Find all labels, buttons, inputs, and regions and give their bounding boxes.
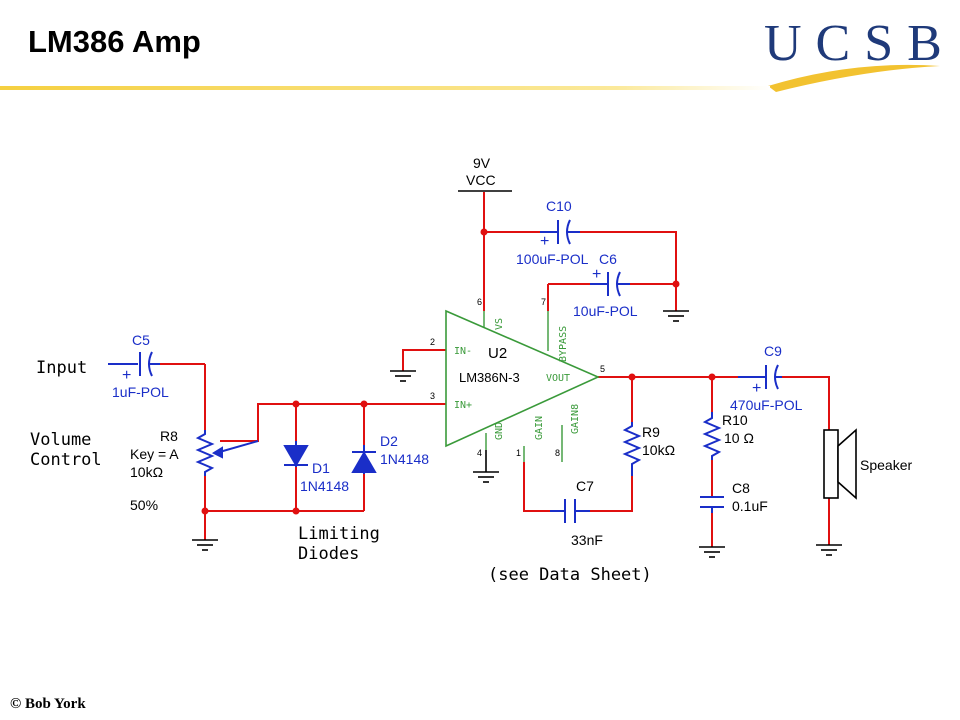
components <box>108 219 782 523</box>
c6-plus: + <box>592 266 601 283</box>
pin-label-bypass: BYPASS <box>558 326 569 362</box>
junction-dots <box>201 228 716 515</box>
volume-label-2: Control <box>30 450 102 470</box>
d1-ref: D1 <box>312 460 330 476</box>
pin-label-vs: VS <box>494 318 505 330</box>
vcc-voltage: 9V <box>473 155 491 171</box>
d2-ref: D2 <box>380 433 398 449</box>
d1-part: 1N4148 <box>300 478 349 494</box>
pin-label-gnd: GND <box>494 422 505 440</box>
ic-part: LM386N-3 <box>459 370 520 385</box>
c5-plus: + <box>122 367 131 384</box>
ground-symbols <box>192 190 842 558</box>
pin-number-8: 8 <box>555 448 560 458</box>
speaker-icon <box>823 428 857 500</box>
pin-label-vout: VOUT <box>546 373 570 384</box>
lm386-ic <box>445 309 600 462</box>
logo-text: UCSB <box>764 15 956 72</box>
c5-ref: C5 <box>132 332 150 348</box>
pin-label-in-minus: IN- <box>454 346 472 357</box>
vcc-label: VCC <box>466 172 496 188</box>
input-label: Input <box>36 358 87 378</box>
pin-number-4: 4 <box>477 448 482 458</box>
c8-value: 0.1uF <box>732 498 768 514</box>
r9-ref: R9 <box>642 424 660 440</box>
c10-ref: C10 <box>546 198 572 214</box>
logo-swoosh-icon <box>768 64 940 92</box>
pin-number-2: 2 <box>430 337 435 347</box>
limiting-label-1: Limiting <box>298 524 380 544</box>
r10-ref: R10 <box>722 412 748 428</box>
pin-number-3: 3 <box>430 391 435 401</box>
r8-value: 10kΩ <box>130 464 163 480</box>
r8-key: Key = A <box>130 446 179 462</box>
pin-number-1: 1 <box>516 448 521 458</box>
c10-plus: + <box>540 233 549 250</box>
r9-value: 10kΩ <box>642 442 675 458</box>
pin-label-in-plus: IN+ <box>454 400 472 411</box>
pin-label-gain: GAIN <box>534 416 545 440</box>
c5-value: 1uF-POL <box>112 384 169 400</box>
pin-number-5: 5 <box>600 364 605 374</box>
d2-part: 1N4148 <box>380 451 429 467</box>
c6-value: 10uF-POL <box>573 303 638 319</box>
c7-ref: C7 <box>576 478 594 494</box>
title-underline <box>0 86 770 90</box>
pin-label-gain8: GAIN8 <box>570 404 581 434</box>
datasheet-note: (see Data Sheet) <box>488 565 652 585</box>
speaker-label: Speaker <box>860 457 912 473</box>
c9-plus: + <box>752 380 761 397</box>
c9-value: 470uF-POL <box>730 397 803 413</box>
volume-label-1: Volume <box>30 430 91 450</box>
r8-ref: R8 <box>160 428 178 444</box>
copyright-footer: © Bob York <box>10 696 86 712</box>
ic-ref: U2 <box>488 345 507 362</box>
r10-value: 10 Ω <box>724 430 754 446</box>
pin-number-6: 6 <box>477 297 482 307</box>
limiting-label-2: Diodes <box>298 544 359 564</box>
r8-setting: 50% <box>130 497 158 513</box>
c7-value: 33nF <box>571 532 603 548</box>
c6-ref: C6 <box>599 251 617 267</box>
c8-ref: C8 <box>732 480 750 496</box>
ucsb-logo: UCSB <box>764 8 954 98</box>
c10-value: 100uF-POL <box>516 251 589 267</box>
slide-title: LM386 Amp <box>28 24 201 59</box>
c9-ref: C9 <box>764 343 782 359</box>
pin-number-7: 7 <box>541 297 546 307</box>
